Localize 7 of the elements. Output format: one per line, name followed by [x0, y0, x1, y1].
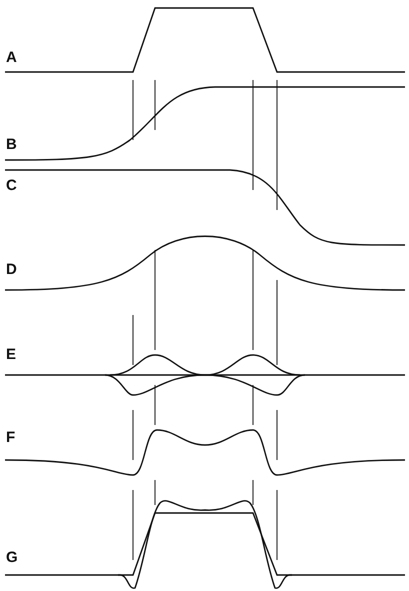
- trace-label: F: [6, 430, 16, 446]
- trace-label: B: [6, 137, 17, 153]
- trace-label: G: [6, 550, 18, 566]
- trace-label: C: [6, 178, 17, 194]
- trace-label: E: [6, 347, 16, 363]
- trace-label: D: [6, 262, 17, 278]
- trace-label: A: [6, 50, 17, 66]
